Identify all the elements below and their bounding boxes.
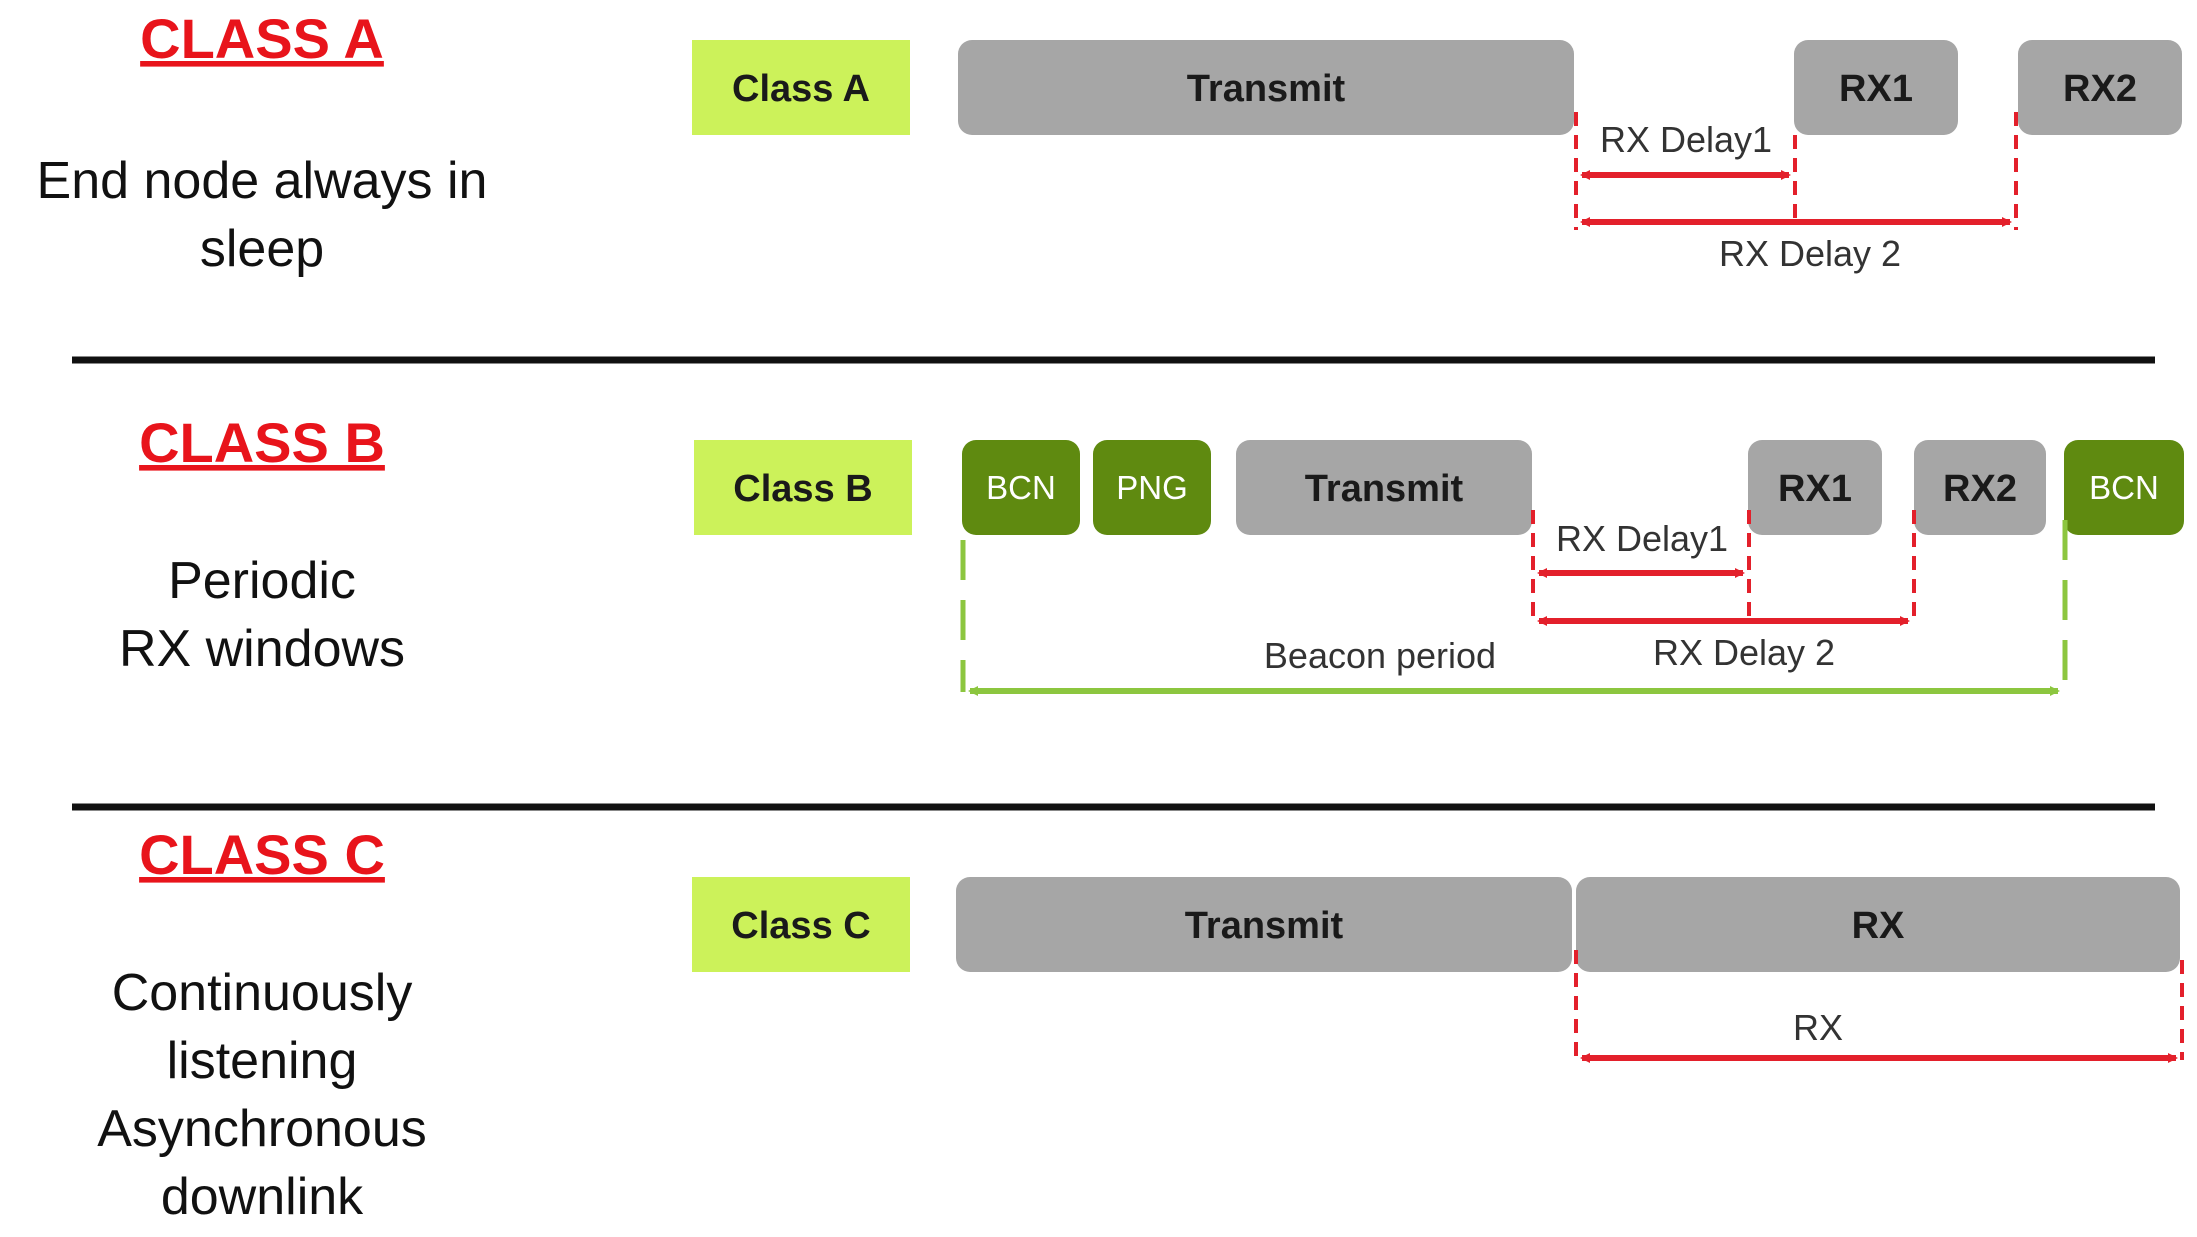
class-b-bcn-end-label: BCN — [2089, 469, 2159, 506]
class-a-description-line-1: End node always in — [37, 152, 488, 210]
class-c-tag — [692, 877, 910, 972]
class-b-description-line-2: RX windows — [119, 620, 405, 678]
class-b-bcn-end-box — [2064, 440, 2184, 535]
class-a-transmit-box — [958, 40, 1574, 135]
class-c-tag-label: Class C — [731, 905, 870, 947]
class-b-rx-delay2-label: RX Delay 2 — [1653, 632, 1835, 673]
class-b-section: CLASS B Periodic RX windows Class B BCN … — [119, 411, 2184, 696]
class-b-png-label: PNG — [1116, 469, 1188, 506]
class-a-rx1-box — [1794, 40, 1958, 135]
class-b-tag-label: Class B — [733, 468, 872, 510]
class-c-description-line-2: listening — [167, 1032, 358, 1090]
class-c-section: CLASS C Continuously listening Asynchron… — [97, 823, 2184, 1226]
class-b-rx1-label: RX1 — [1778, 468, 1852, 510]
class-c-description-line-1: Continuously — [112, 964, 413, 1022]
class-a-tag — [692, 40, 910, 135]
class-b-png-box — [1093, 440, 1211, 535]
class-b-beacon-period-label: Beacon period — [1264, 635, 1496, 676]
class-c-rx-span-label: RX — [1793, 1007, 1843, 1048]
class-b-bcn-label: BCN — [986, 469, 1056, 506]
class-a-transmit-label: Transmit — [1187, 68, 1346, 110]
class-b-bcn-box — [962, 440, 1080, 535]
class-c-transmit-box — [956, 877, 1572, 972]
class-b-heading: CLASS B — [139, 411, 385, 474]
class-b-transmit-label: Transmit — [1305, 468, 1464, 510]
class-c-rx-label: RX — [1852, 905, 1905, 947]
class-b-tag — [694, 440, 912, 535]
class-b-rx2-box — [1914, 440, 2046, 535]
class-a-rx-delay2-label: RX Delay 2 — [1719, 233, 1901, 274]
class-c-description-line-4: downlink — [161, 1168, 364, 1226]
class-a-rx2-box — [2018, 40, 2182, 135]
class-b-transmit-box — [1236, 440, 1532, 535]
class-a-rx1-label: RX1 — [1839, 68, 1913, 110]
class-a-rx2-label: RX2 — [2063, 68, 2137, 110]
class-a-description-line-2: sleep — [200, 220, 324, 278]
class-c-transmit-label: Transmit — [1185, 905, 1344, 947]
class-a-tag-label: Class A — [732, 68, 870, 110]
class-b-rx-delay1-label: RX Delay1 — [1556, 518, 1728, 559]
class-b-description-line-1: Periodic — [168, 552, 356, 610]
class-c-rx-box — [1576, 877, 2180, 972]
class-c-description-line-3: Asynchronous — [97, 1100, 427, 1158]
class-a-rx-delay1-label: RX Delay1 — [1600, 119, 1772, 160]
class-a-heading: CLASS A — [140, 7, 384, 70]
class-b-rx1-box — [1748, 440, 1882, 535]
class-a-section: CLASS A End node always in sleep Class A… — [37, 7, 2182, 278]
class-b-rx2-label: RX2 — [1943, 468, 2017, 510]
class-c-heading: CLASS C — [139, 823, 385, 886]
